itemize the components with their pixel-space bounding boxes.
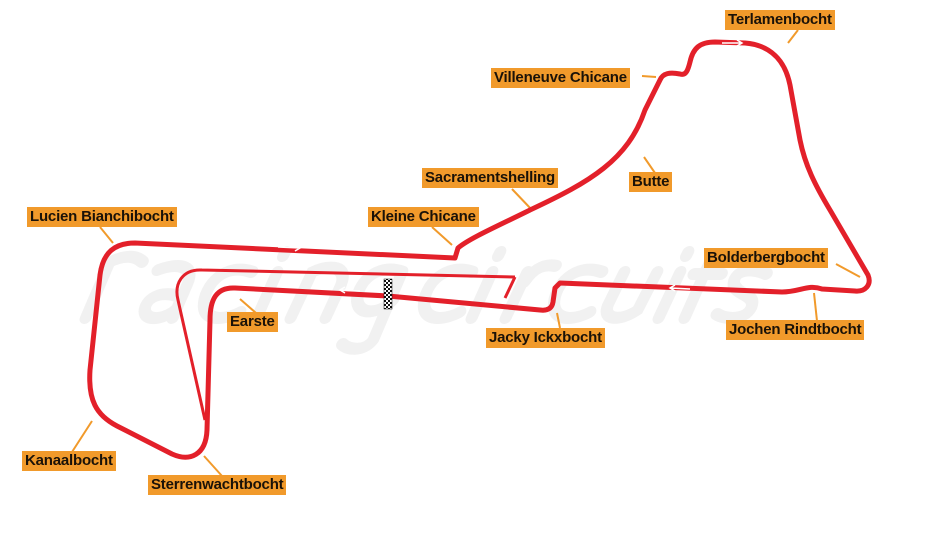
alternate-track — [175, 268, 517, 421]
label-bolderbergbocht: Bolderbergbocht — [704, 248, 828, 268]
label-butte: Butte — [629, 172, 673, 192]
label-kanaalbocht: Kanaalbocht — [22, 451, 116, 471]
label-lucien-bianchibocht: Lucien Bianchibocht — [27, 207, 177, 227]
label-jochen-rindtbocht: Jochen Rindtbocht — [726, 320, 865, 340]
start-finish-line — [383, 278, 393, 310]
main-track — [87, 39, 872, 460]
label-earste: Earste — [227, 312, 278, 332]
leader-lines — [71, 29, 861, 477]
label-terlamenbocht: Terlamenbocht — [725, 10, 835, 30]
label-sacramentshelling: Sacramentshelling — [422, 168, 558, 188]
label-sterrenwachtbocht: Sterrenwachtbocht — [148, 475, 287, 495]
label-kleine-chicane: Kleine Chicane — [368, 207, 479, 227]
watermark-logo — [79, 246, 773, 355]
direction-arrows — [277, 39, 744, 294]
label-villeneuve-chicane: Villeneuve Chicane — [491, 68, 630, 88]
label-jacky-ickxbocht: Jacky Ickxbocht — [486, 328, 605, 348]
